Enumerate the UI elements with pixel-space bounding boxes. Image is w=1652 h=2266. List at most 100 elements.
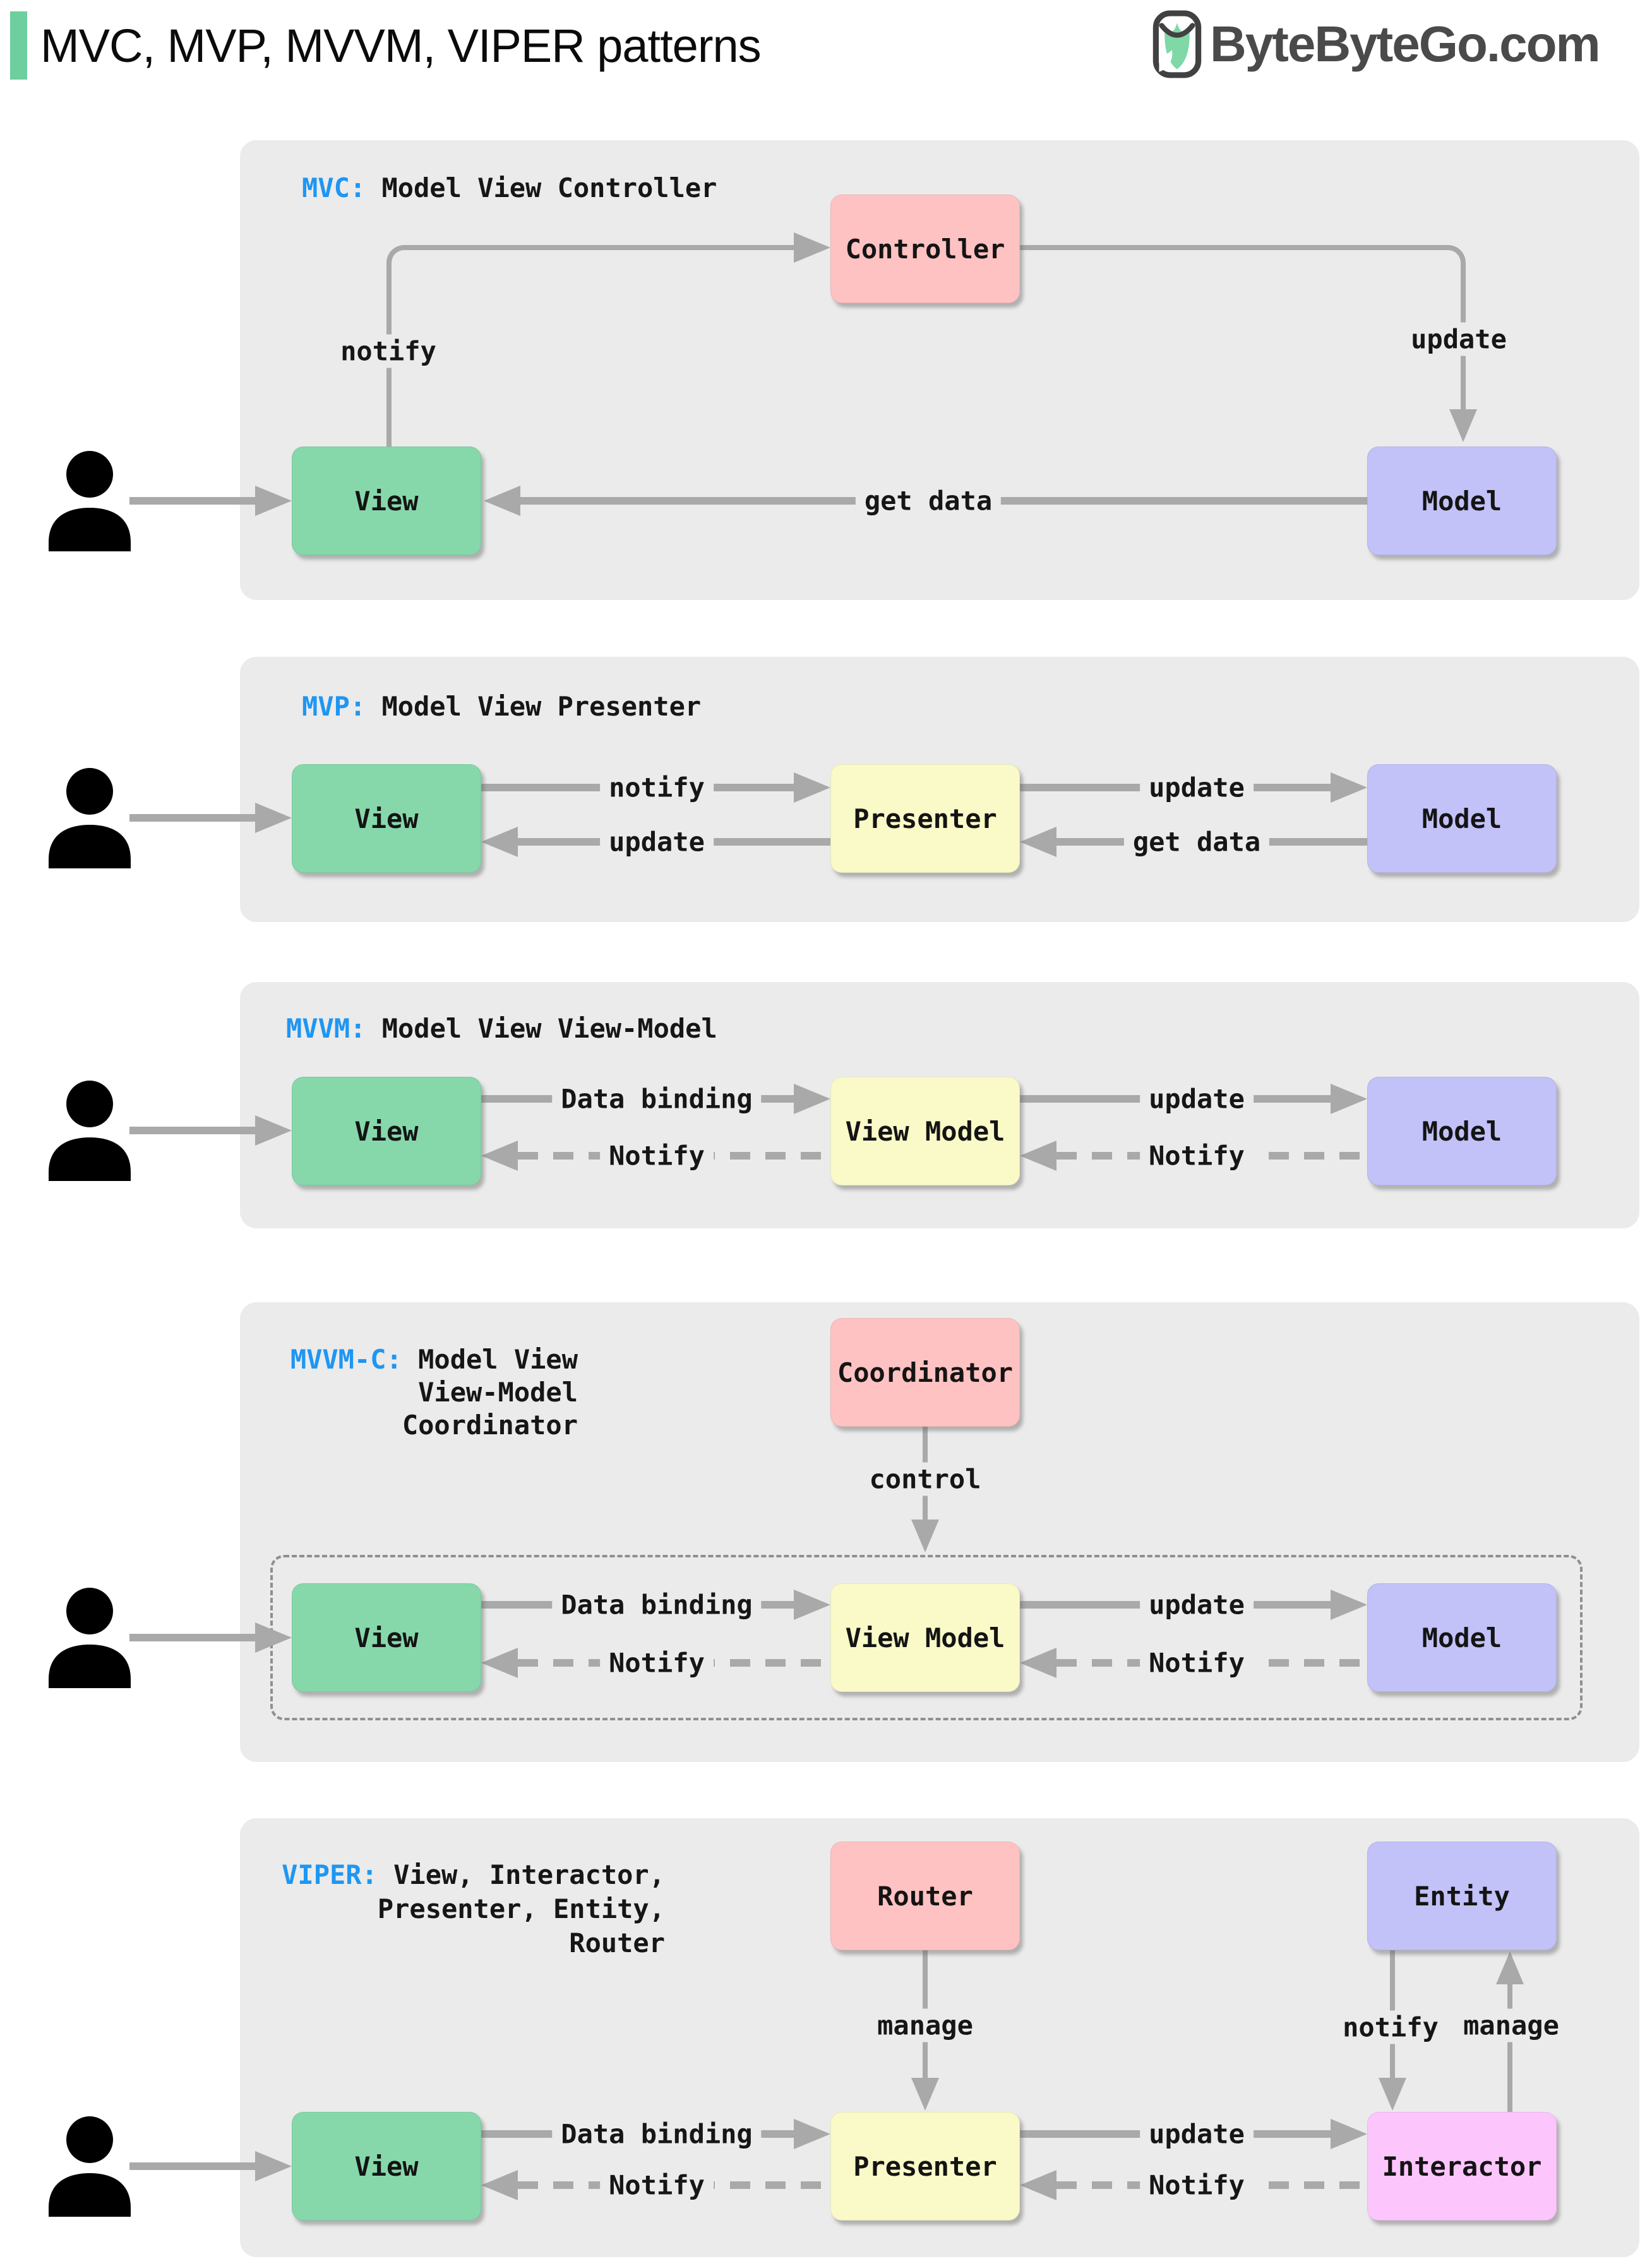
arrow-coordinator-control-head [911, 1520, 939, 1552]
panel-mvvmc-title-line3: Coordinator [402, 1410, 578, 1441]
arrow-viewmodel-to-view-head [481, 1648, 518, 1678]
panel-mvvmc-title-line2: View-Model [418, 1377, 578, 1408]
panel-mvvmc-tag: MVVM-C: [290, 1344, 402, 1375]
arrow-presenter-to-view-head [481, 2170, 518, 2200]
arrow-viewmodel-to-model-head [1331, 1084, 1367, 1114]
arrow-view-to-presenter-head [794, 772, 830, 803]
panel-mvvm-tag: MVVM: [286, 1013, 366, 1044]
panel-mvp-title-text: Model View Presenter [366, 691, 702, 722]
panel-viper-title-line2: Presenter, Entity, [377, 1893, 665, 1924]
arrow-presenter-to-interactor-head [1331, 2119, 1367, 2149]
arrow-viewmodel-to-model-head [1331, 1590, 1367, 1620]
label-data-binding: Data binding [552, 1588, 762, 1622]
box-model: Model [1367, 1583, 1557, 1692]
label-update: update [1140, 1588, 1254, 1622]
panel-viper-tag: VIPER: [282, 1859, 378, 1890]
panel-viper-title-line1: View, Interactor, [377, 1859, 665, 1890]
arrow-user-to-view-head [255, 2151, 292, 2181]
arrow-user-to-view-line [129, 2162, 255, 2170]
panel-mvvm-title: MVVM: Model View View-Model [286, 1012, 717, 1045]
box-view: View [292, 764, 481, 873]
arrow-viewmodel-to-view-head [481, 1141, 518, 1171]
user-icon [49, 1081, 131, 1181]
label-update: update [1140, 1082, 1254, 1116]
user-icon [49, 2116, 131, 2217]
panel-mvvm-title-text: Model View View-Model [366, 1013, 717, 1044]
label-data-binding: Data binding [552, 2117, 762, 2151]
arrow-view-to-controller-elbow [386, 245, 794, 447]
box-controller: Controller [830, 195, 1020, 303]
label-notify-right: Notify [1140, 1139, 1254, 1173]
box-presenter: Presenter [830, 764, 1020, 873]
box-router: Router [830, 1842, 1020, 1950]
arrow-view-to-viewmodel-head [794, 1590, 830, 1620]
arrow-user-to-view-head [255, 1622, 292, 1653]
box-view-model: View Model [830, 1583, 1020, 1692]
arrow-model-to-view-head [484, 486, 520, 516]
arrow-user-to-view-line [129, 497, 255, 505]
box-view: View [292, 1583, 481, 1692]
arrow-presenter-to-model-head [1331, 772, 1367, 803]
user-icon [49, 451, 131, 551]
box-view: View [292, 447, 481, 555]
arrow-user-to-view-head [255, 486, 292, 516]
arrow-model-to-viewmodel-head [1020, 1141, 1056, 1171]
box-model: Model [1367, 1077, 1557, 1185]
arrow-user-to-view-line [129, 814, 255, 822]
user-icon [49, 1588, 131, 1688]
arrow-model-to-viewmodel-head [1020, 1648, 1056, 1678]
box-presenter: Presenter [830, 2112, 1020, 2221]
user-icon [49, 768, 131, 868]
box-view-model: View Model [830, 1077, 1020, 1185]
box-entity: Entity [1367, 1842, 1557, 1950]
label-data-binding: Data binding [552, 1082, 762, 1116]
arrow-entity-notify-head [1379, 2078, 1406, 2111]
logo-text: ByteByteGo.com [1210, 16, 1601, 72]
bytebytego-logo: ByteByteGo.com [1152, 9, 1601, 80]
arrow-interactor-manage-head [1496, 1951, 1524, 1984]
page-title: MVC, MVP, MVVM, VIPER patterns [40, 19, 762, 72]
arrow-view-to-controller-head [794, 232, 830, 263]
label-control: control [860, 1462, 990, 1496]
box-model: Model [1367, 764, 1557, 873]
arrow-view-to-presenter-head [794, 2119, 830, 2149]
label-notify-right: Notify [1140, 1646, 1254, 1680]
title-accent-bar [10, 11, 27, 80]
label-update-right: update [1140, 770, 1254, 805]
label-notify: notify [332, 334, 445, 368]
label-manage-router: manage [868, 2008, 982, 2042]
panel-viper-title-line3: Router [569, 1927, 665, 1958]
label-get-data: get data [1123, 825, 1270, 859]
label-update-left: update [600, 825, 714, 859]
arrow-controller-to-model-elbow [1020, 245, 1466, 409]
arrow-view-to-viewmodel-head [794, 1084, 830, 1114]
panel-viper-title: VIPER: View, Interactor,Presenter, Entit… [282, 1858, 665, 1960]
label-notify-entity: notify [1334, 2010, 1447, 2044]
panel-mvc-title: MVC: Model View Controller [302, 172, 717, 205]
box-interactor: Interactor [1367, 2112, 1557, 2221]
arrow-model-to-presenter-head [1020, 827, 1056, 857]
label-notify-right: Notify [1140, 2168, 1254, 2202]
label-notify-left: Notify [600, 2168, 714, 2202]
box-coordinator: Coordinator [830, 1318, 1020, 1427]
label-notify: notify [600, 770, 714, 805]
arrow-user-to-view-line [129, 1634, 255, 1641]
arrow-interactor-to-presenter-head [1020, 2170, 1056, 2200]
panel-mvp-tag: MVP: [302, 691, 366, 722]
arrow-user-to-view-head [255, 803, 292, 833]
panel-mvc-title-text: Model View Controller [366, 172, 717, 203]
arrow-router-manage-head [911, 2078, 939, 2111]
bytebytego-bird-icon [1152, 10, 1202, 78]
label-manage-entity: manage [1454, 2008, 1568, 2042]
label-get-data: get data [855, 484, 1002, 518]
arrow-controller-to-model-head [1449, 409, 1477, 442]
panel-mvp-title: MVP: Model View Presenter [302, 690, 701, 723]
label-notify-left: Notify [600, 1646, 714, 1680]
panel-mvc-tag: MVC: [302, 172, 366, 203]
label-update: update [1402, 322, 1516, 356]
arrow-user-to-view-head [255, 1115, 292, 1146]
panel-mvvmc-title-line1: Model View [402, 1344, 578, 1375]
arrow-interactor-manage-line [1507, 1983, 1512, 2112]
